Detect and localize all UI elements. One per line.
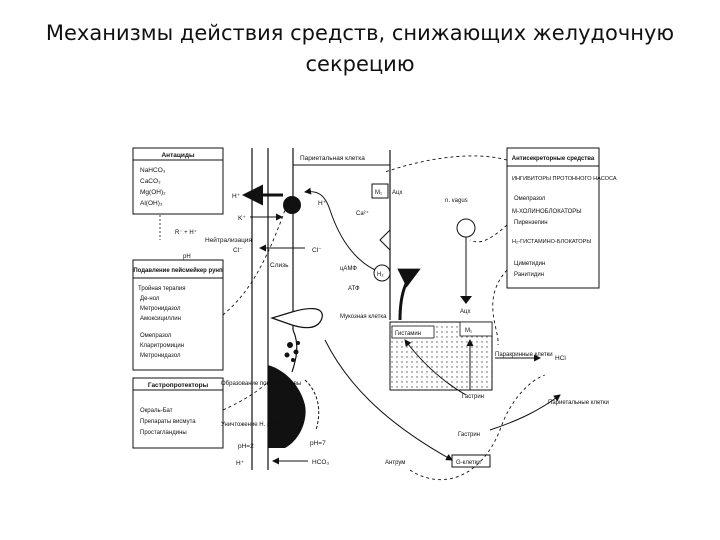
- neutralization-label: Нейтрализация: [205, 236, 253, 244]
- antisecretory-item: М-ХОЛИНОБЛОКАТОРЫ: [512, 209, 582, 215]
- antisecretory-box: Антисекреторные средства ИНГИБИТОРЫ ПРОТ…: [506, 147, 617, 289]
- k-plus-label: K⁺: [238, 215, 246, 222]
- suppression-item: Омепразол: [140, 333, 172, 339]
- reaction-label: R⁻ + H⁺: [175, 229, 197, 236]
- m1-receptor-label: M₁: [375, 190, 382, 196]
- antacid-item: NaHCO₃: [140, 167, 166, 174]
- suppression-header: Подавление пейсмейкер рунп: [133, 267, 223, 274]
- vagus-neuron: [456, 218, 476, 238]
- gastrin-arrow: [404, 339, 467, 396]
- g-cells-box: [451, 454, 491, 468]
- antacid-item: Al(OH)₃: [140, 200, 163, 207]
- gastrin-bottom-label: Гастрин: [458, 432, 480, 438]
- paracrine-region: [389, 321, 493, 391]
- h2-receptor-label: H₂: [377, 272, 384, 278]
- proton-pump: [283, 196, 301, 214]
- gastroprotector-item: Окраль-Бат: [140, 408, 173, 414]
- parietal-cell-label: Париетальная клетка: [300, 155, 365, 162]
- cl-label-right: Cl⁻: [312, 247, 322, 254]
- histamine-h2-arrow: [397, 268, 421, 321]
- paracrine-label: Паракринные клетки: [495, 352, 553, 358]
- gastrin-label: Гастрин: [462, 394, 484, 400]
- mucus-label: Слизь: [270, 262, 289, 269]
- m1-paracrine-label: M₁: [465, 328, 472, 334]
- antacids-box: Антациды NaHCO₃ CaCO₃ Mg(OH)₂ Al(OH)₃: [132, 147, 224, 215]
- gastroprotector-item: Простагландины: [140, 430, 187, 436]
- h-plus-bottom-label: H⁺: [236, 460, 245, 467]
- vagus-terminal: [460, 296, 472, 304]
- mucus-release-arrow: [270, 308, 323, 329]
- hcl-label: HCl: [555, 355, 566, 362]
- inhibition-lines: [222, 155, 546, 481]
- lumen-gcell-arrow: [324, 339, 453, 461]
- antacid-item: Mg(OH)₂: [140, 189, 166, 196]
- title-line-2: секрецию: [305, 52, 415, 76]
- antacid-item: CaCO₃: [140, 178, 161, 185]
- receptor-shape: [379, 228, 391, 252]
- gastrin-parietal-arrow: [489, 394, 561, 431]
- suppression-item: Де-нол: [140, 296, 160, 302]
- h2-receptor: [373, 264, 391, 282]
- ph2-label: pH=2: [238, 443, 254, 450]
- parietal-cells-label: Париетальные клетки: [548, 400, 609, 406]
- ach-top-label: Ацх: [392, 190, 402, 196]
- n-vagus-label: n. vagus: [445, 198, 468, 204]
- antrum-label: Антрум: [385, 460, 405, 466]
- cl-label-left: Cl⁻: [233, 247, 243, 254]
- g-cells-label: G-клетки: [456, 460, 481, 466]
- gastroprotector-item: Препараты висмута: [140, 419, 196, 425]
- antisecretory-header: Антисекреторные средства: [512, 156, 595, 162]
- m1-receptor-box: [371, 183, 389, 199]
- antisecretory-item: Ранитидин: [514, 272, 544, 278]
- mucous-cell-label: Мукозная клетка: [340, 314, 387, 320]
- antisecretory-item: Пирензепин: [514, 220, 548, 226]
- ph7-label: pH=7: [310, 440, 326, 447]
- ca-label: Ca²⁺: [356, 210, 369, 217]
- suppression-box: Подавление пейсмейкер рунп Тройная терап…: [132, 259, 224, 371]
- hco3-label: HCO₃: [312, 459, 329, 466]
- signal-arrow: [304, 187, 376, 271]
- atp-label: АТФ: [348, 286, 360, 292]
- antisecretory-item: Омепразол: [514, 196, 546, 202]
- ach-bottom-label: Ацх: [460, 309, 470, 315]
- h-plus-label: H⁺: [232, 193, 241, 200]
- ulcer-crater: [268, 341, 320, 448]
- title-line-1: Механизмы действия средств, снижающих же…: [45, 21, 675, 45]
- suppression-item: Амоксициллин: [140, 316, 181, 322]
- ph-small-label: pH: [183, 254, 191, 260]
- gastroprotectors-header: Гастропротекторы: [148, 382, 209, 389]
- slide-title: Механизмы действия средств, снижающих же…: [0, 18, 720, 80]
- antisecretory-item: H₂-ГИСТАМИНО-БЛОКАТОРЫ: [512, 239, 591, 245]
- h-plus-inner-label: H⁺: [318, 200, 327, 207]
- antisecretory-item: ИНГИБИТОРЫ ПРОТОННОГО НАСОСА: [512, 176, 617, 182]
- suppression-item: Метронидазол: [140, 353, 181, 359]
- antisecretory-item: Циметидин: [514, 261, 545, 267]
- antacids-header: Антациды: [161, 152, 195, 159]
- gastroprotectors-box: Гастропротекторы Окраль-Бат Препараты ви…: [132, 377, 224, 449]
- formation-coating-label: Образование покрытия язвы: [221, 381, 301, 387]
- suppression-item: Тройная терапия: [138, 285, 185, 292]
- suppression-item: Метронидазол: [140, 306, 181, 312]
- hp-destruction-label: Уничтожение H. pylori: [221, 422, 281, 428]
- camp-label: цАМФ: [340, 266, 357, 272]
- histamine-label: Гистамин: [395, 331, 421, 337]
- suppression-item: Кларитромицин: [140, 343, 184, 349]
